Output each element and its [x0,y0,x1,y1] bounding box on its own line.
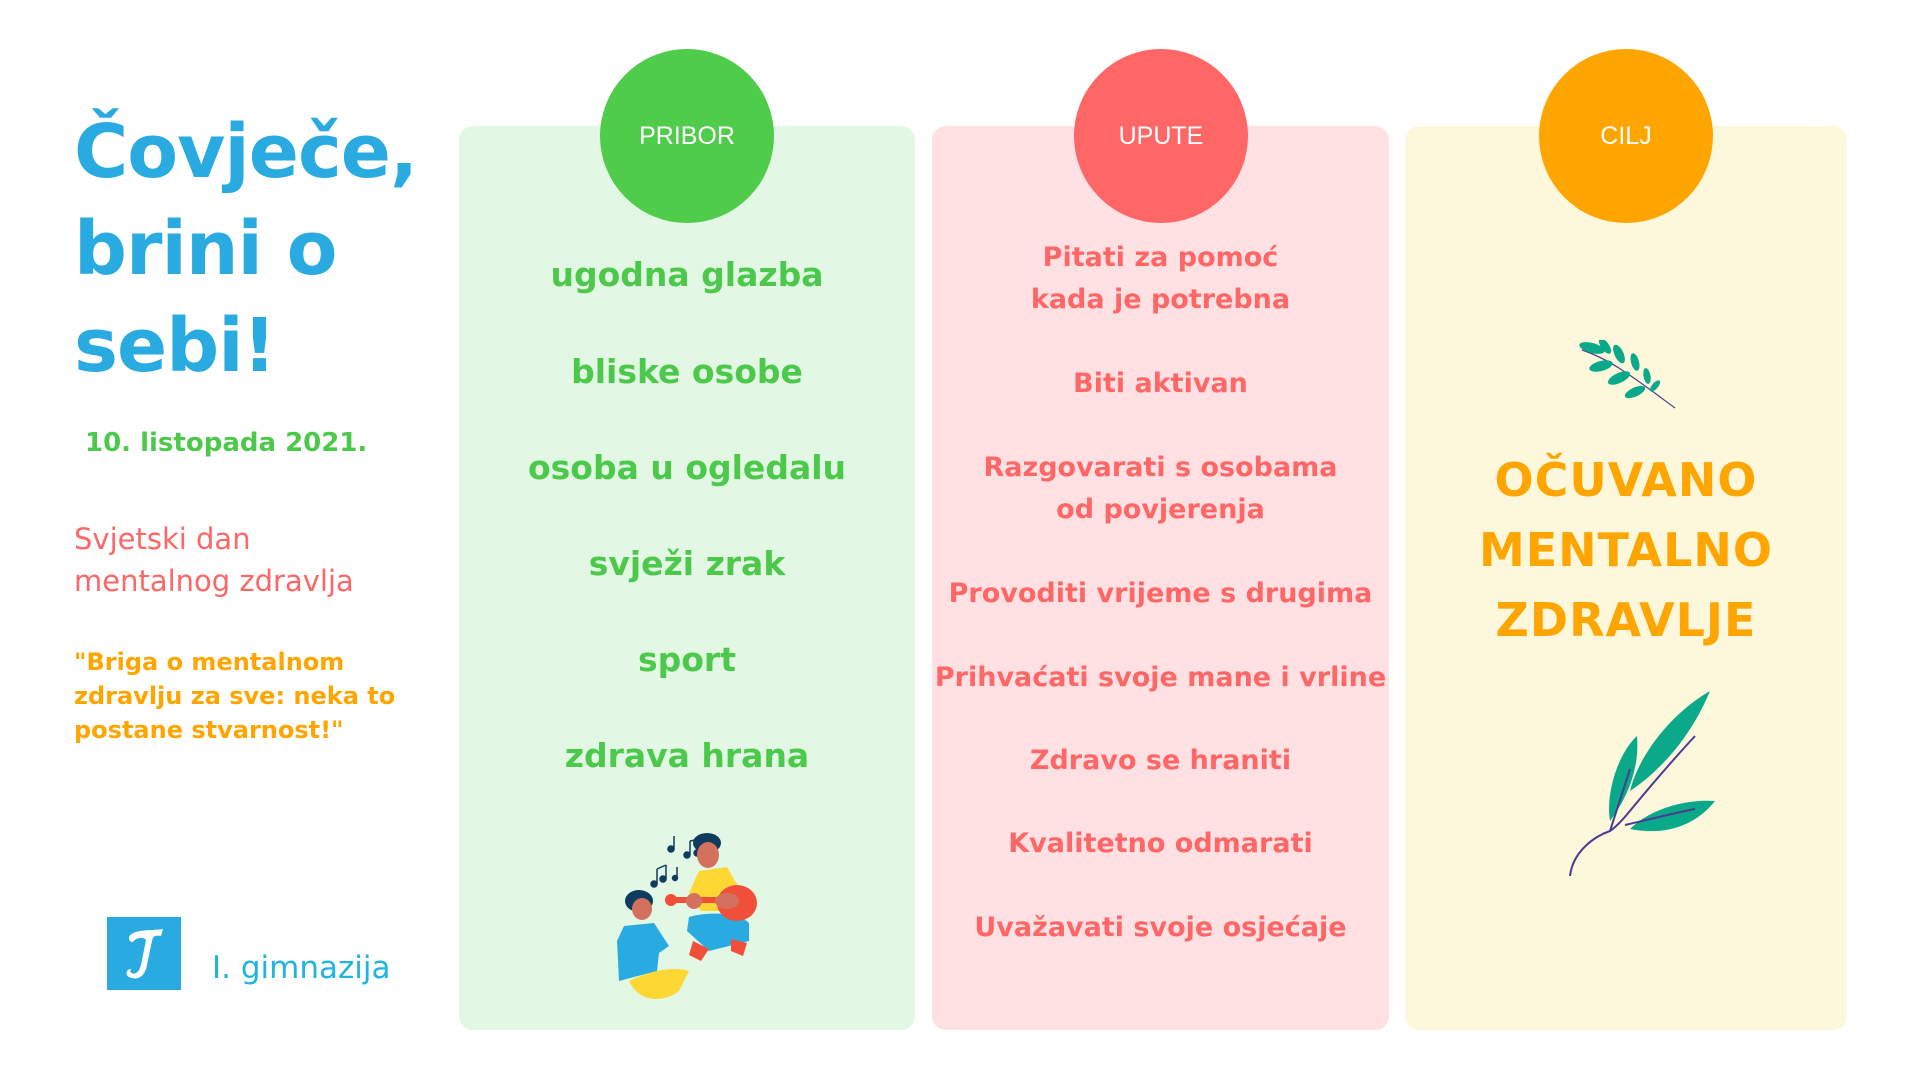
event-name-line: mentalnog zdravlja [74,564,354,598]
goal-text: OČUVANO MENTALNO ZDRAVLJE [1405,445,1847,655]
title-line: brini o [74,206,337,292]
list-item: Biti aktivan [1073,368,1248,399]
slogan-line: "Briga o mentalnom [74,648,345,676]
small-leaf-sprig-icon [1579,340,1676,409]
upute-panel: Pitati za pomoć kada je potrebna Biti ak… [932,126,1389,1030]
list-item: bliske osobe [571,352,803,391]
list-item: Zdravo se hraniti [1029,745,1292,776]
cilj-heading-badge: CILJ [1539,49,1713,223]
list-item: svježi zrak [588,544,786,583]
upute-heading-badge: UPUTE [1074,49,1248,223]
list-item: Razgovarati s osobama od povjerenja [983,452,1338,525]
event-name: Svjetski dan mentalnog zdravlja [74,518,434,602]
list-item: zdrava hrana [564,736,810,775]
event-slogan: "Briga o mentalnom zdravlju za sve: neka… [74,645,434,747]
pribor-panel: ugodna glazba bliske osobe osoba u ogled… [459,126,915,1030]
list-item: Uvažavati svoje osjećaje [974,912,1347,943]
list-item: sport [638,640,736,679]
goal-line: OČUVANO [1494,453,1758,507]
school-logo-icon [107,917,181,990]
pribor-heading: PRIBOR [639,121,735,150]
list-item: osoba u ogledalu [527,448,847,487]
event-date: 10. listopada 2021. [85,428,368,458]
cilj-panel: OČUVANO MENTALNO ZDRAVLJE [1405,126,1847,1030]
slogan-line: postane stvarnost!" [74,716,344,744]
cilj-heading: CILJ [1600,121,1652,150]
title-line: sebi! [74,303,276,389]
upute-heading: UPUTE [1118,121,1204,150]
page-title: Čovječe, brini o sebi! [74,104,454,395]
school-name: I. gimnazija [212,950,391,986]
event-name-line: Svjetski dan [74,522,251,556]
list-item: Prihvaćati svoje mane i vrline [934,662,1387,693]
people-playing-guitar-illustration [617,833,757,1000]
list-item: Kvalitetno odmarati [1008,828,1313,859]
list-item: Provoditi vrijeme s drugima [948,578,1373,609]
list-item: ugodna glazba [550,255,824,294]
goal-line: ZDRAVLJE [1495,593,1757,647]
list-item: Pitati za pomoć kada je potrebna [1030,242,1291,315]
title-line: Čovječe, [74,109,418,195]
goal-line: MENTALNO [1478,523,1774,577]
slogan-line: zdravlju za sve: neka to [74,682,396,710]
school-logo-glyph-icon [126,928,163,978]
pribor-heading-badge: PRIBOR [600,49,774,223]
large-leaf-branch-icon [1569,691,1715,877]
